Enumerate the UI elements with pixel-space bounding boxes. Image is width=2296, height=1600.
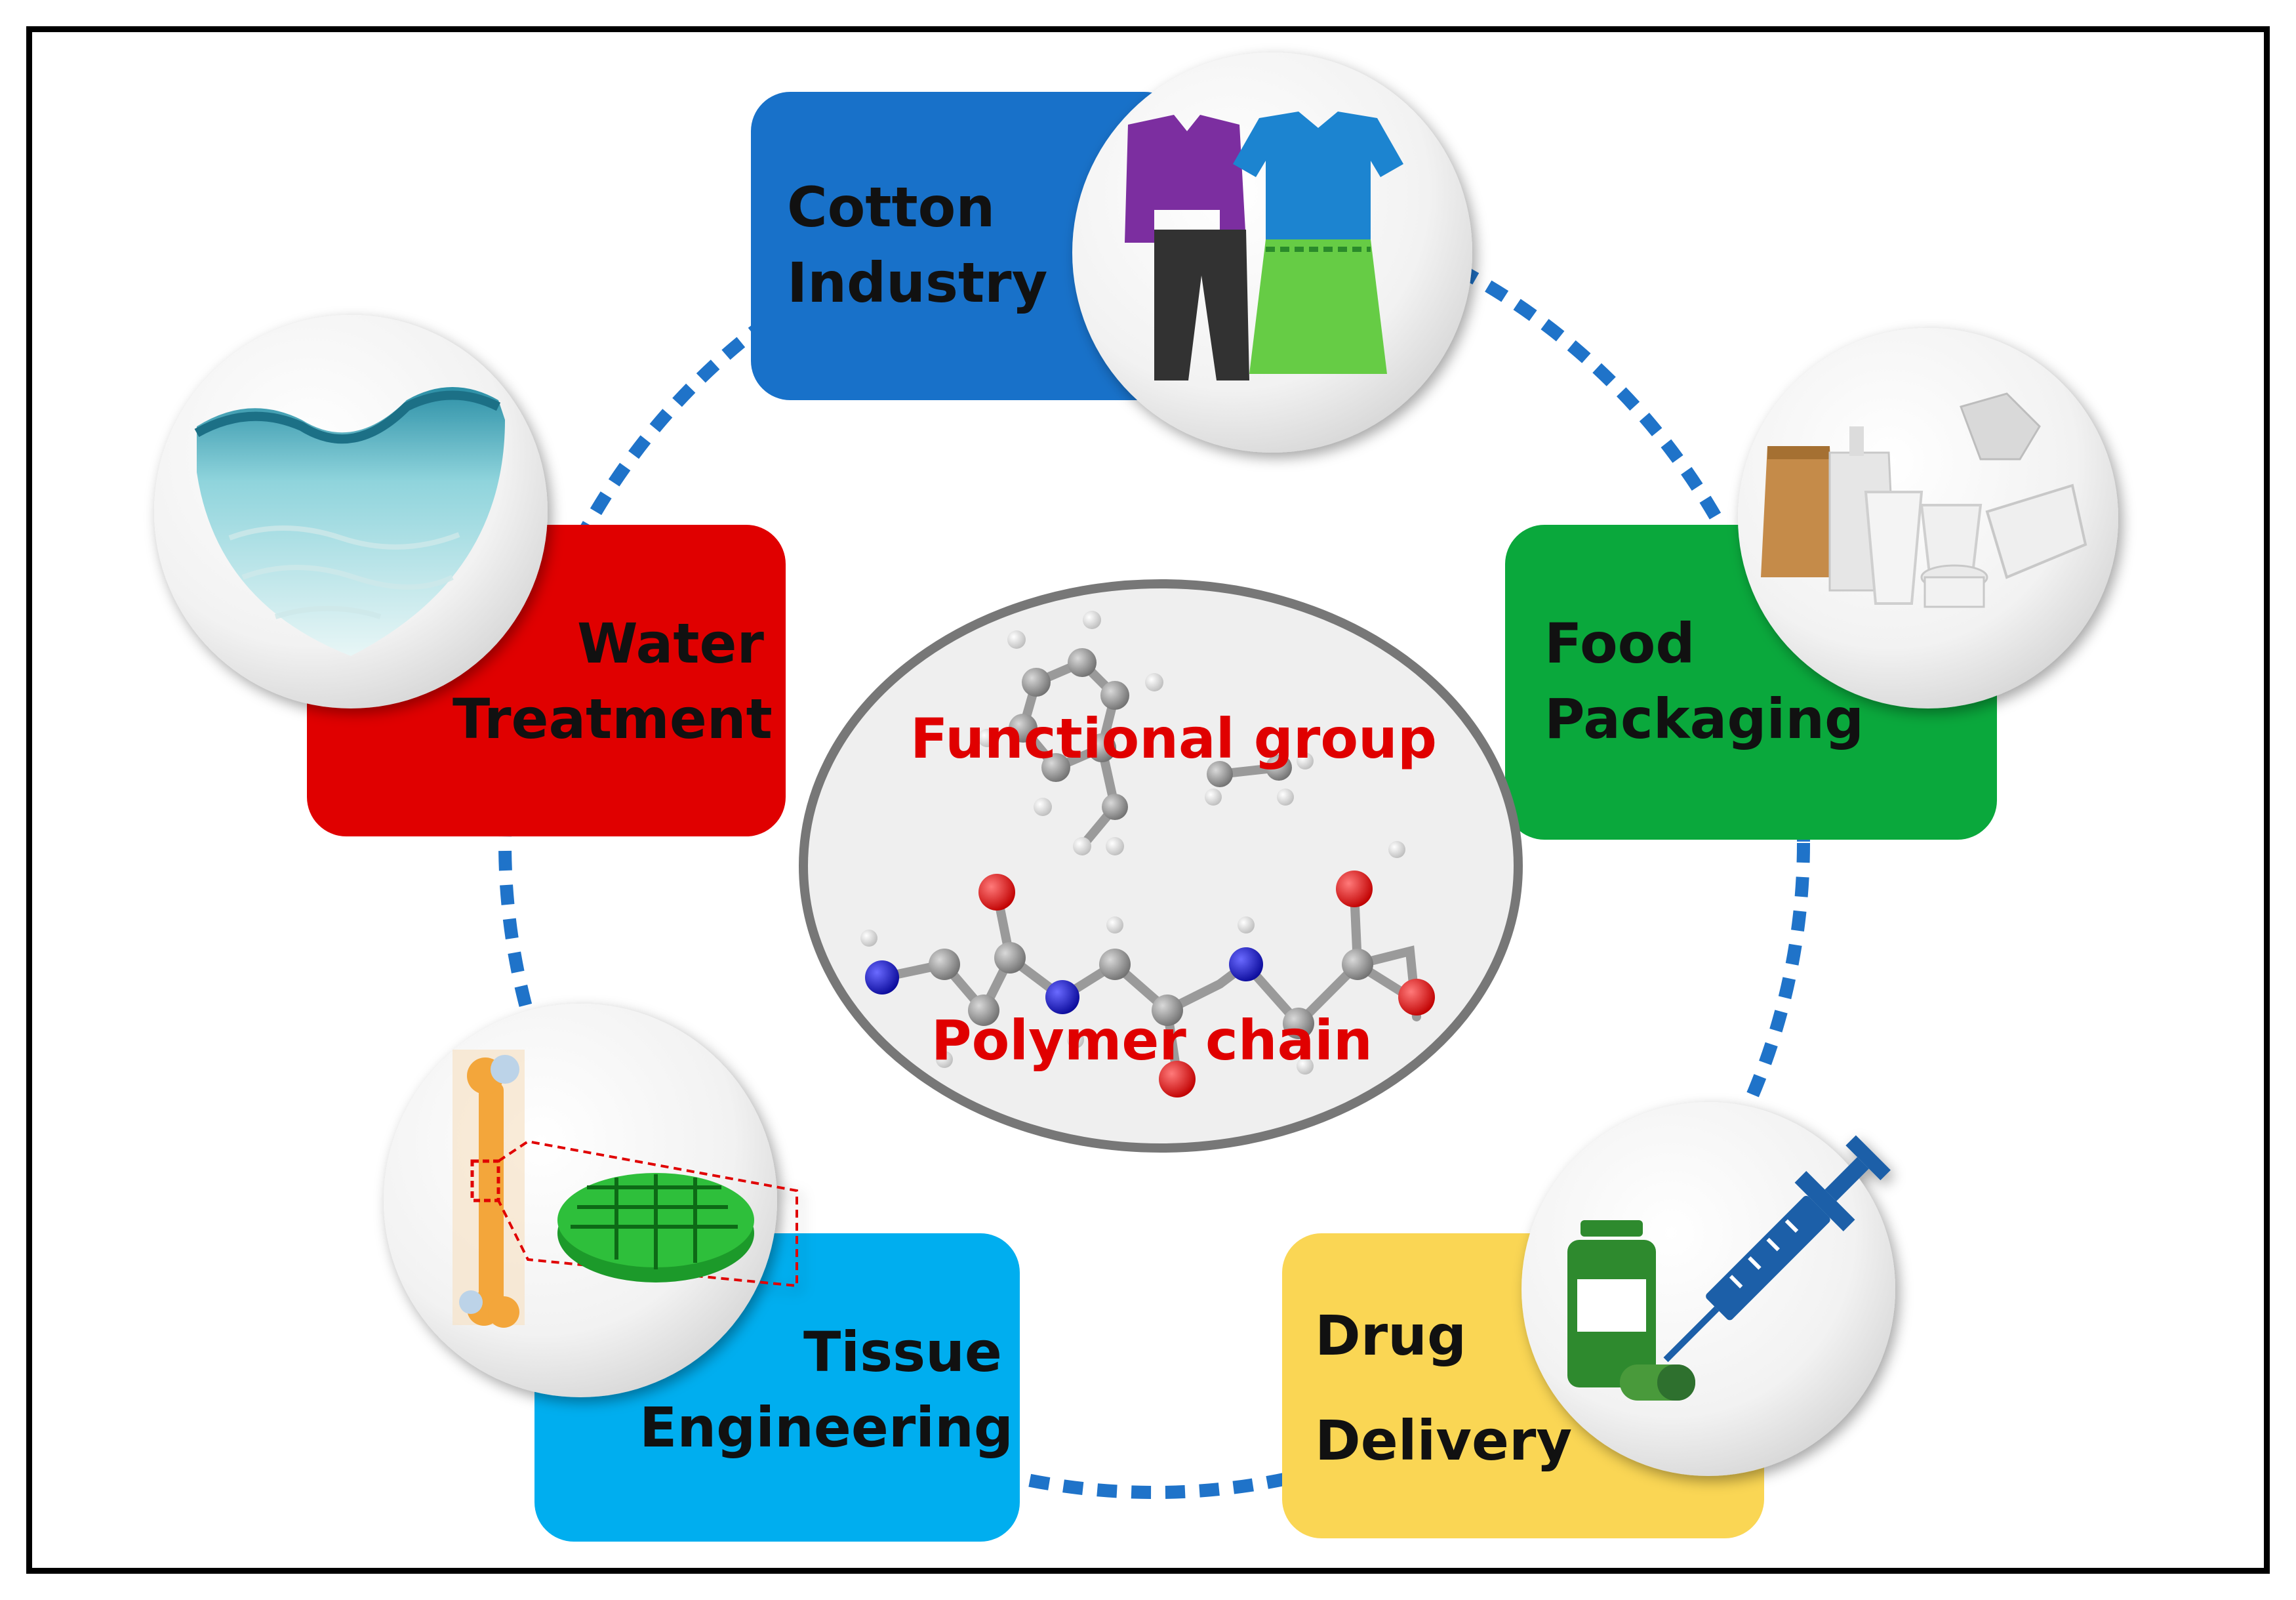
food-packaging-label-line2: Packaging bbox=[1544, 687, 1864, 751]
cotton-industry-label-line1: Cotton bbox=[787, 175, 995, 239]
diagram-frame bbox=[26, 26, 2270, 1574]
bone-scaffold-icon bbox=[384, 1004, 798, 1397]
water-treatment-card: Water Treatment bbox=[154, 315, 786, 836]
medicine-syringe-icon bbox=[1521, 1102, 1895, 1476]
tissue-engineering-label-line1: Tissue bbox=[803, 1320, 1002, 1384]
polymer-chain-atoms bbox=[860, 841, 1435, 1097]
clothes-icon bbox=[1072, 52, 1472, 453]
tissue-engineering-label-line2: Engineering bbox=[639, 1395, 1013, 1460]
water-treatment-label-line2: Treatment bbox=[453, 687, 773, 751]
functional-group-atoms bbox=[978, 611, 1314, 855]
drug-delivery-card: Drug Delivery bbox=[1282, 1102, 1895, 1538]
tissue-engineering-card: Tissue Engineering bbox=[384, 1004, 1020, 1542]
food-packaging-label-line1: Food bbox=[1544, 611, 1695, 676]
water-treatment-label-line1: Water bbox=[577, 611, 764, 676]
water-icon bbox=[154, 315, 548, 708]
cotton-industry-box bbox=[751, 92, 1184, 400]
packaging-icon bbox=[1738, 328, 2118, 708]
cotton-industry-card: Cotton Industry bbox=[751, 52, 1472, 453]
functional-group-label: Functional group bbox=[910, 707, 1437, 771]
polymer-chain-label: Polymer chain bbox=[931, 1008, 1373, 1073]
cycle-ring bbox=[498, 187, 1810, 1499]
center-molecule: Functional group Polymer chain bbox=[799, 579, 1523, 1153]
cotton-industry-label-line2: Industry bbox=[787, 251, 1047, 315]
drug-delivery-label-line2: Delivery bbox=[1315, 1408, 1572, 1473]
drug-delivery-label-line1: Drug bbox=[1315, 1303, 1466, 1368]
food-packaging-card: Food Packaging bbox=[1505, 328, 2118, 840]
